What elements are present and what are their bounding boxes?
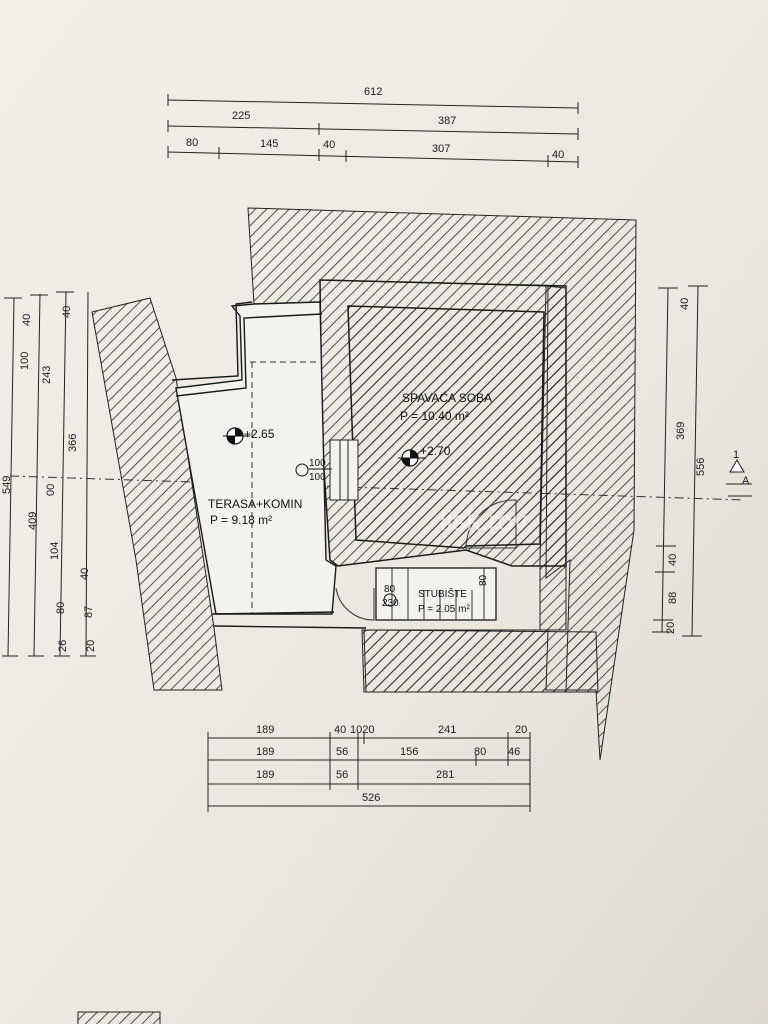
top-dim-total: 612 [364,86,382,98]
bottom-dim-189a: 189 [256,724,274,736]
bottom-dimension-lines [207,732,531,812]
left-dim-20: 20 [85,640,97,652]
left-dim-40b: 40 [61,306,73,318]
top-dim-307: 307 [432,143,450,155]
bedroom-level: +2.70 [420,444,451,458]
top-dim-80: 80 [186,137,198,149]
stairs-name: STUBIŠTE [418,587,467,600]
left-dim-80: 80 [55,602,67,614]
opening-circle-stairs [383,593,397,607]
left-dim-87: 87 [83,606,95,618]
stair-treads [391,568,485,620]
right-dimension-lines [652,285,708,637]
top-dim-40b: 40 [552,149,564,161]
door-swing-stairs [335,587,375,621]
left-dimension-lines [2,291,96,657]
section-label: 1 [733,449,739,461]
bottom-dim-189c: 189 [256,769,274,781]
top-dim-145: 145 [260,138,278,150]
right-dim-40b: 40 [667,554,679,566]
bedroom-area: P = 10.40 m² [400,409,469,423]
left-dim-100: 100 [19,352,31,370]
right-dim-556: 556 [695,458,707,476]
bottom-dim-281: 281 [436,769,454,781]
door-swing-bedroom [465,499,517,549]
top-dim-387: 387 [438,115,456,127]
right-dim-40a: 40 [679,298,691,310]
right-dim-88: 88 [667,592,679,604]
stairs-area-text: P = 2.05 m² [418,604,470,615]
top-dim-225: 225 [232,110,250,122]
opening-label-100b: 100 [309,472,326,483]
section-marker: 1 A [726,449,752,497]
left-dim-243: 243 [41,366,53,384]
watermark: lisk.rov [440,505,527,536]
left-dims-text: 40 100 243 00 409 80 26 40 366 104 87 20… [1,306,97,652]
terrace-area-text: P = 9.18 m² [210,513,272,527]
svg-text:A: A [742,475,750,487]
bottom-dim-189b: 189 [256,746,274,758]
terrace-level: +2.65 [244,427,275,441]
left-dim-26: 26 [57,640,69,652]
bottom-dim-526: 526 [362,792,380,804]
bottom-dim-241: 241 [438,724,456,736]
left-dim-104: 104 [49,542,61,560]
left-dim-40: 40 [21,314,33,326]
bottom-dim-56a: 56 [336,746,348,758]
bottom-dim-80: 80 [474,746,486,758]
left-dim-549: 549 [1,476,13,494]
opening-label-80: 80 [384,584,396,595]
left-dim-366: 366 [67,434,79,452]
top-dimension-lines [167,94,579,168]
terrace-name: TERASA+KOMIN [208,497,302,511]
hatched-wall-left [91,297,223,691]
level-marker-terrace [223,427,250,445]
legend-swatch [77,1011,161,1024]
bottom-dim-156: 156 [400,746,418,758]
left-dim-409: 409 [27,512,39,530]
opening-circle-terrace [295,463,309,477]
left-dim-40c: 40 [79,568,91,580]
bottom-dim-1020: 1020 [350,724,374,736]
window-opening [329,439,359,501]
right-dim-20: 20 [665,622,677,634]
bottom-dim-20: 20 [515,724,527,736]
level-marker-bedroom [398,449,426,467]
opening-label-230: 230 [382,598,399,609]
hatched-floor-bottom [361,629,599,693]
bottom-dim-56b: 56 [336,769,348,781]
opening-label-100a: 100 [309,458,326,469]
terrace-area [175,301,337,615]
bottom-dim-46: 46 [508,746,520,758]
right-dim-369: 369 [675,422,687,440]
bedroom-name: SPAVAĆA SOBA [402,390,492,405]
opening-label-stair: 80 [478,574,489,586]
left-dim-00: 00 [45,484,57,496]
bottom-dim-40: 40 [334,724,346,736]
top-dim-40a: 40 [323,139,335,151]
stairs-area [375,567,497,621]
